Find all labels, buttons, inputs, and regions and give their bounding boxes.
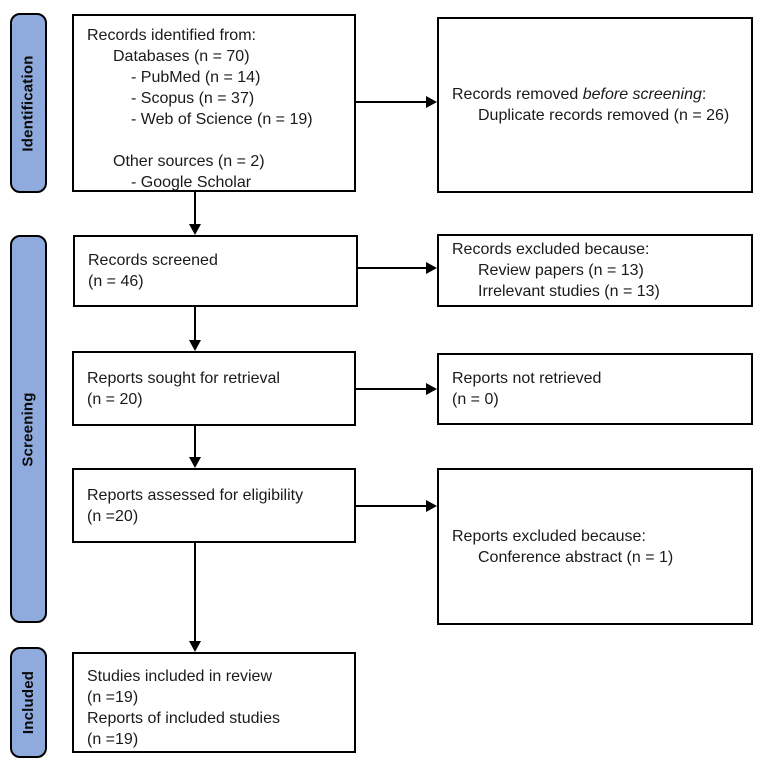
arrowhead-right-icon [426, 96, 437, 108]
text-line: - Web of Science (n = 19) [131, 111, 313, 128]
text-line: Reports excluded because: [452, 527, 646, 545]
box-records-identified: Records identified from: Databases (n = … [72, 14, 356, 192]
arrowhead-right-icon [426, 500, 437, 512]
box-records-removed: Records removed before screening: Duplic… [437, 17, 753, 193]
text-line: Databases (n = 70) [113, 48, 250, 65]
stage-included-label: Included [20, 670, 37, 735]
text-line: Irrelevant studies (n = 13) [478, 283, 660, 300]
text-line: Review papers (n = 13) [478, 262, 644, 279]
box-reports-assessed: Reports assessed for eligibility (n =20) [72, 468, 356, 543]
text-segment: Records removed [452, 86, 583, 103]
text-line: - Google Scholar [131, 174, 252, 191]
text-line: (n =20) [87, 507, 139, 525]
text-line: Other sources (n = 2) [113, 153, 265, 170]
text-segment: : [701, 86, 707, 103]
box-reports-excluded: Reports excluded because: Conference abs… [437, 468, 753, 625]
arrowhead-down-icon [189, 224, 201, 235]
text-line: (n = 46) [88, 273, 144, 290]
text-line: Reports of included studies [87, 710, 280, 727]
arrowhead-down-icon [189, 641, 201, 652]
stage-identification: Identification [10, 13, 47, 193]
text-line: Studies included in review [87, 668, 272, 685]
stage-screening-label: Screening [20, 391, 38, 467]
text-line: Records identified from: [87, 27, 256, 44]
stage-identification-label: Identification [20, 54, 38, 152]
box-records-excluded: Records excluded because: Review papers … [437, 234, 753, 307]
box-reports-sought: Reports sought for retrieval (n = 20) [72, 351, 356, 426]
arrowhead-down-icon [189, 340, 201, 351]
text-line: (n = 20) [87, 390, 143, 408]
text-line: Records excluded because: [452, 241, 650, 258]
text-line: (n = 0) [452, 391, 499, 408]
text-line: Conference abstract (n = 1) [478, 548, 674, 566]
text-line: - Scopus (n = 37) [131, 90, 255, 107]
box-reports-not-retrieved: Reports not retrieved (n = 0) [437, 353, 753, 425]
arrowhead-right-icon [426, 383, 437, 395]
stage-included: Included [10, 647, 47, 758]
box-studies-included: Studies included in review (n =19) Repor… [72, 652, 356, 753]
text-line: - PubMed (n = 14) [131, 69, 261, 86]
arrowhead-right-icon [426, 262, 437, 274]
text-line: Reports sought for retrieval [87, 369, 280, 387]
text-line: Duplicate records removed (n = 26) [478, 107, 730, 124]
arrowhead-down-icon [189, 457, 201, 468]
text-line: (n =19) [87, 689, 139, 706]
text-line: (n =19) [87, 731, 139, 748]
text-line: Records removed before screening: [452, 84, 745, 105]
box-records-screened: Records screened (n = 46) [73, 235, 358, 307]
text-line: Reports not retrieved [452, 370, 602, 387]
stage-screening: Screening [10, 235, 47, 623]
text-line: Records screened [88, 252, 218, 269]
text-segment-italic: before screening [582, 86, 702, 103]
text-line: Reports assessed for eligibility [87, 486, 304, 504]
text-line [87, 130, 348, 151]
